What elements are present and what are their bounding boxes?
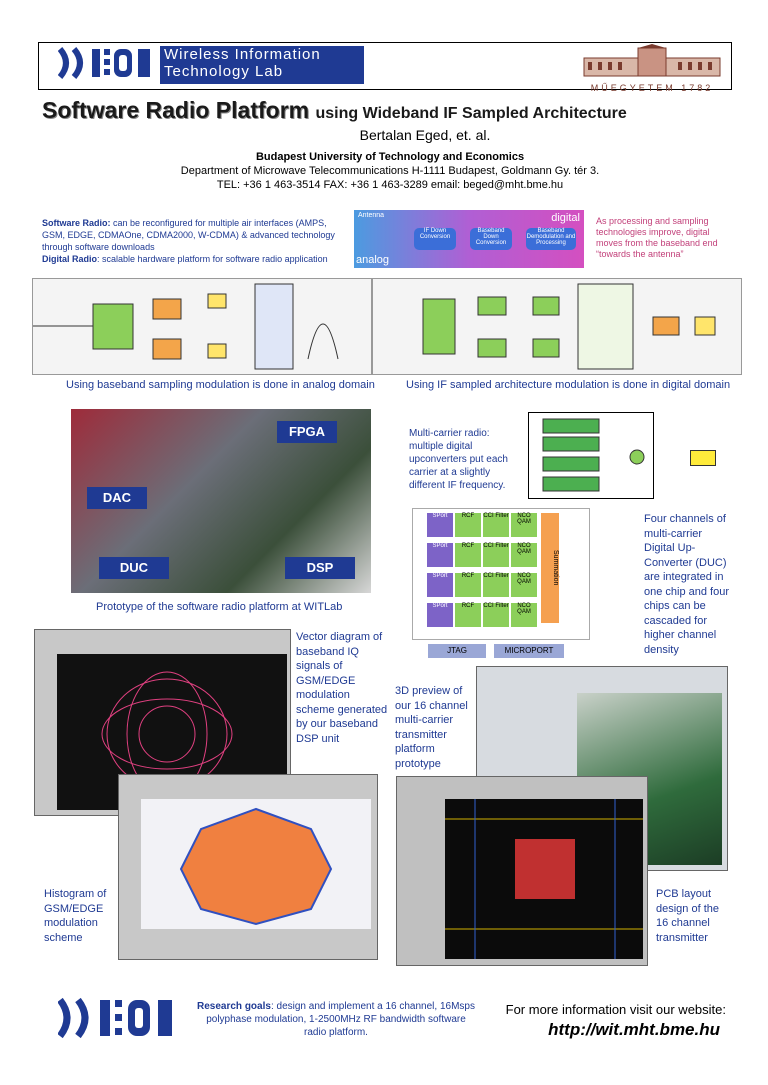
- histogram-text: Histogram of GSM/EDGE modulation scheme: [44, 888, 107, 944]
- authors: Bertalan Eged, et. al.: [359, 127, 491, 143]
- duc-channels: SPort RCF CCI Filter NCO QAM SPort RCF C…: [427, 513, 537, 631]
- baseband-caption: Using baseband sampling modulation is do…: [66, 379, 375, 391]
- sport-block: SPort: [427, 543, 453, 567]
- cci-filter-block: CCI Filter: [483, 603, 509, 627]
- duc-channel-row: SPort RCF CCI Filter NCO QAM: [427, 543, 537, 567]
- chain-block: Baseband Demodulation and Processing: [526, 228, 576, 250]
- research-goals-text: : design and implement a 16 channel, 16M…: [206, 1001, 475, 1038]
- multicarrier-output-block: [690, 450, 716, 466]
- digital-label: digital: [551, 212, 580, 224]
- rcf-block: RCF: [455, 543, 481, 567]
- software-radio-text: can be reconfigured for multiple air int…: [42, 218, 335, 252]
- multicarrier-text: Multi-carrier radio: multiple digital up…: [409, 428, 508, 491]
- lab-name-line2: Technology Lab: [164, 63, 284, 80]
- chain-block: Baseband Down Conversion: [470, 228, 512, 250]
- rcf-block: RCF: [455, 573, 481, 597]
- prototype-photo: FPGA DAC DUC DSP: [71, 409, 371, 593]
- pcb-canvas: [445, 799, 643, 959]
- jtag-block: JTAG: [428, 644, 486, 658]
- histogram-screenshot: [118, 774, 378, 960]
- histogram-scope-display: [141, 799, 371, 929]
- intro-text: Software Radio: can be reconfigured for …: [42, 217, 347, 265]
- website-link[interactable]: http://wit.mht.bme.hu: [548, 1020, 720, 1039]
- vector-diagram-text: Vector diagram of baseband IQ signals of…: [296, 631, 388, 745]
- pcb-layout-screenshot: [396, 776, 648, 966]
- histogram-trace: [179, 807, 333, 926]
- pcb-layout-text: PCB layout design of the 16 channel tran…: [656, 888, 719, 944]
- nco-qam-block: NCO QAM: [511, 573, 537, 597]
- if-sampled-caption: Using IF sampled architecture modulation…: [406, 379, 731, 391]
- antenna-label: Antenna: [358, 212, 385, 219]
- research-goals: Research goals: design and implement a 1…: [196, 1000, 476, 1039]
- baseband-block-diagram: [32, 278, 372, 375]
- cci-filter-block: CCI Filter: [483, 543, 509, 567]
- contact-line: TEL: +36 1 463-3514 FAX: +36 1 463-3289 …: [216, 179, 564, 191]
- cci-filter-block: CCI Filter: [483, 513, 509, 537]
- if-diagram-svg: [422, 283, 716, 370]
- digital-radio-text: : scalable hardware platform for softwar…: [97, 254, 328, 264]
- more-info-text: For more information visit our website:: [505, 1002, 726, 1017]
- lab-name-line1: Wireless Information: [164, 46, 321, 63]
- chain-block: IF Down Conversion: [414, 228, 456, 250]
- pcb-traces: [445, 799, 643, 959]
- duc-channel-row: SPort RCF CCI Filter NCO QAM: [427, 603, 537, 627]
- page-title: Software Radio Platform using Wideband I…: [42, 97, 627, 124]
- prototype-caption: Prototype of the software radio platform…: [96, 601, 343, 613]
- duc-channel-row: SPort RCF CCI Filter NCO QAM: [427, 573, 537, 597]
- receiver-chain-diagram: digital analog Antenna IF Down Conversio…: [354, 210, 584, 268]
- multicarrier-svg: [542, 418, 645, 492]
- analog-label: analog: [356, 254, 390, 266]
- digital-radio-label: Digital Radio: [42, 254, 98, 264]
- university-logo: MŰEGYETEM 1782: [578, 44, 726, 93]
- duc-label: DUC: [99, 557, 169, 579]
- multicarrier-diagram: [528, 412, 654, 499]
- university-caption: MŰEGYETEM 1782: [590, 83, 714, 93]
- microport-block: MICROPORT: [494, 644, 564, 658]
- rcf-block: RCF: [455, 603, 481, 627]
- nco-qam-block: NCO QAM: [511, 513, 537, 537]
- duc-channel-row: SPort RCF CCI Filter NCO QAM: [427, 513, 537, 537]
- university-name: Budapest University of Technology and Ec…: [255, 151, 525, 163]
- software-radio-label: Software Radio:: [42, 218, 111, 228]
- 3d-preview-text: 3D preview of our 16 channel multi-carri…: [395, 685, 468, 770]
- dsp-label: DSP: [285, 557, 355, 579]
- lab-name-box: Wireless Information Technology Lab: [160, 46, 364, 84]
- cci-filter-block: CCI Filter: [483, 573, 509, 597]
- sport-block: SPort: [427, 603, 453, 627]
- baseband-diagram-svg: [33, 283, 339, 370]
- nco-qam-block: NCO QAM: [511, 603, 537, 627]
- witlab-footer-logo: [58, 997, 172, 1039]
- sport-block: SPort: [427, 573, 453, 597]
- building-icon: [583, 44, 721, 77]
- rcf-block: RCF: [455, 513, 481, 537]
- title-sub: using Wideband IF Sampled Architecture: [315, 105, 627, 122]
- duc-chip-diagram: SPort RCF CCI Filter NCO QAM SPort RCF C…: [412, 508, 590, 640]
- summation-block: Summation: [541, 513, 559, 623]
- research-goals-label: Research goals: [197, 1001, 271, 1012]
- nco-qam-block: NCO QAM: [511, 543, 537, 567]
- department: Department of Microwave Telecommunicatio…: [180, 165, 600, 177]
- duc-chip-text: Four channels of multi-carrier Digital U…: [644, 513, 730, 656]
- towards-antenna-text: As processing and sampling technologies …: [596, 216, 718, 259]
- if-sampled-block-diagram: [372, 278, 742, 375]
- witlab-logo: [58, 47, 150, 79]
- title-main: Software Radio Platform: [42, 97, 310, 123]
- sport-block: SPort: [427, 513, 453, 537]
- dac-label: DAC: [87, 487, 147, 509]
- fpga-label: FPGA: [277, 421, 337, 443]
